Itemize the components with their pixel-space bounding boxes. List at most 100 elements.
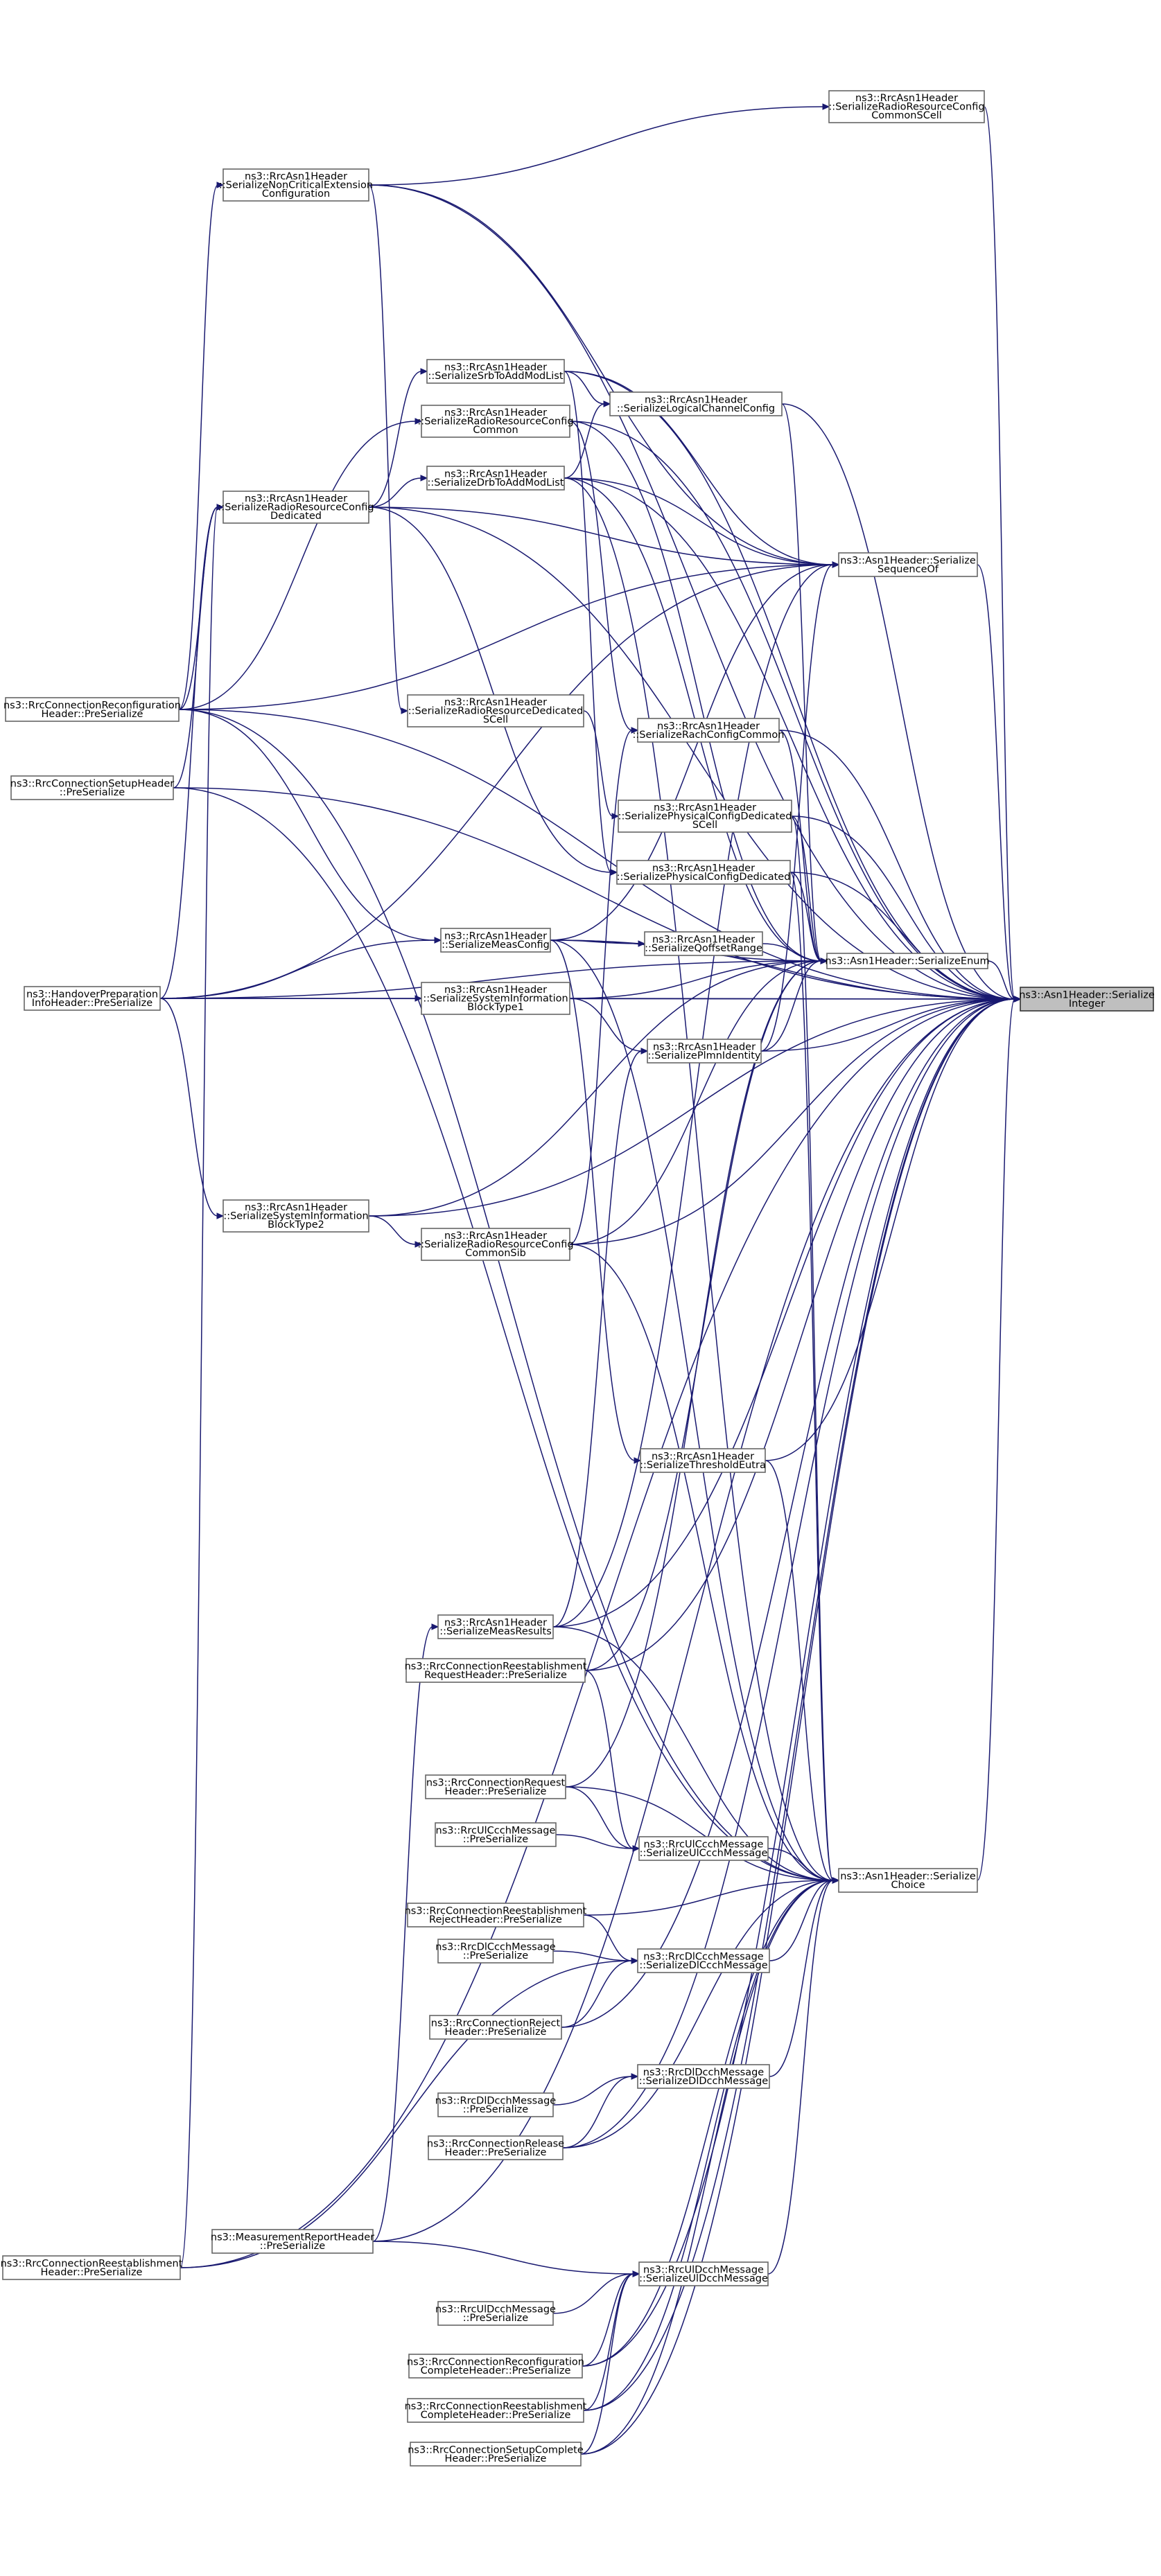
node-label: Configuration (262, 188, 330, 200)
node-label: ns3::RrcAsn1Header (653, 1041, 756, 1052)
node-label: ns3::RrcAsn1Header (444, 985, 547, 996)
node-rrcSetupPre[interactable]: ns3::RrcConnectionSetupHeader::PreSerial… (10, 775, 175, 800)
edge-physDed-to-serializeChoice (789, 872, 834, 1881)
node-box (222, 168, 369, 202)
edge-measResults-to-serializeChoice (552, 1626, 834, 1881)
node-commonSCell[interactable]: ns3::RrcAsn1Header::SerializeRadioResour… (828, 90, 985, 123)
node-physDed[interactable]: ns3::RrcAsn1Header::SerializePhysicalCon… (616, 860, 791, 885)
node-box (609, 391, 783, 416)
node-box (640, 1448, 766, 1473)
edge-physDed-to-serializeInteger (789, 872, 1015, 1000)
node-dlDcchPre[interactable]: ns3::RrcDlDcchMessage::PreSerialize (435, 2092, 557, 2117)
node-sysInfo2[interactable]: ns3::RrcAsn1Header::SerializeSystemInfor… (222, 1199, 369, 1233)
node-label: Header::PreSerialize (42, 709, 143, 720)
node-dlCcchMsg[interactable]: ns3::RrcDlCcchMessage::SerializeDlCcchMe… (637, 1948, 770, 1973)
node-logicalChannel[interactable]: ns3::RrcAsn1Header::SerializeLogicalChan… (609, 391, 783, 416)
node-serializeEnum[interactable]: ns3::Asn1Header::SerializeEnum (825, 953, 990, 969)
node-reconfCompletePre[interactable]: ns3::RrcConnectionReconfigurationComplet… (407, 2354, 584, 2379)
node-srbToAdd[interactable]: ns3::RrcAsn1Header::SerializeSrbToAddMod… (426, 359, 565, 384)
node-ulCcchMsg[interactable]: ns3::RrcUlCcchMessage::SerializeUlCcchMe… (638, 1836, 769, 1861)
node-rrcDedicated[interactable]: ns3::RrcAsn1Header::SerializeRadioResour… (218, 491, 374, 524)
node-box (222, 491, 369, 524)
edge-rrcDedicated-to-srbToAdd (368, 371, 422, 508)
edge-rrcDedicated-to-drbToAdd (368, 477, 422, 508)
edge-setupCompletePre-to-serializeChoice (580, 1880, 834, 2455)
edge-reestabReqPre-to-serializeEnum (584, 960, 822, 1671)
node-handoverPre[interactable]: ns3::HandoverPreparationInfoHeader::PreS… (24, 986, 161, 1011)
node-label: ns3::RrcConnectionSetupComplete (408, 2444, 584, 2455)
edge-ulCcchPre-to-ulCcchMsg (555, 1834, 634, 1849)
node-connRejPre[interactable]: ns3::RrcConnectionRejectHeader::PreSeria… (429, 2015, 562, 2040)
node-ulCcchPre[interactable]: ns3::RrcUlCcchMessage::PreSerialize (435, 1822, 557, 1847)
node-reestabRejPre[interactable]: ns3::RrcConnectionReestablishmentRejectH… (405, 1903, 587, 1927)
node-box (222, 1199, 369, 1233)
node-plmn[interactable]: ns3::RrcAsn1Header::SerializePlmnIdentit… (647, 1039, 762, 1064)
node-rrcCommon[interactable]: ns3::RrcAsn1Header::SerializeRadioResour… (417, 405, 574, 438)
edge-plmn-to-serializeSequenceOf (760, 564, 834, 1052)
node-measResults[interactable]: ns3::RrcAsn1Header::SerializeMeasResults (437, 1614, 554, 1639)
edge-arrowhead (820, 958, 828, 964)
node-rrcReconfigPre[interactable]: ns3::RrcConnectionReconfigurationHeader:… (3, 697, 181, 722)
edge-nonCritical-to-serializeSequenceOf (368, 184, 834, 565)
node-drbToAdd[interactable]: ns3::RrcAsn1Header::SerializeDrbToAddMod… (426, 466, 565, 491)
node-label: ::SerializeMeasResults (439, 1626, 552, 1637)
node-reestabPre[interactable]: ns3::RrcConnectionReestablishmentHeader:… (1, 2255, 183, 2280)
edge-srbToAdd-to-serializeSequenceOf (564, 371, 834, 565)
node-box (437, 2301, 554, 2326)
node-label: Choice (891, 1880, 925, 1891)
node-dedicatedSCell[interactable]: ns3::RrcAsn1Header::SerializeRadioResour… (407, 694, 584, 727)
edge-commonSib-to-rachCommon (569, 730, 633, 1245)
edge-arrowhead (431, 1623, 439, 1630)
node-label: ns3::Asn1Header::Serialize (1019, 989, 1155, 1000)
node-label: BlockType1 (467, 1002, 524, 1013)
node-box (1020, 987, 1154, 1012)
edge-arrowhead (216, 1212, 225, 1219)
edge-rrcSetupPre-to-serializeChoice (173, 787, 834, 1881)
node-dlDcchMsg[interactable]: ns3::RrcDlDcchMessage::SerializeDlDcchMe… (637, 2064, 770, 2089)
node-label: ::SerializeUlCcchMessage (640, 1848, 768, 1859)
node-measConfig[interactable]: ns3::RrcAsn1Header::SerializeMeasConfig (440, 928, 551, 953)
node-rachCommon[interactable]: ns3::RrcAsn1Header::SerializeRachConfigC… (633, 718, 785, 743)
node-label: ns3::RrcConnectionReject (431, 2018, 561, 2029)
node-label: RequestHeader::PreSerialize (424, 1670, 567, 1681)
node-physDedSCell[interactable]: ns3::RrcAsn1Header::SerializePhysicalCon… (618, 800, 792, 833)
edge-arrowhead (420, 368, 428, 375)
node-label: Integer (1069, 998, 1105, 1009)
node-label: ::SerializeMeasConfig (442, 939, 550, 951)
node-connRelPre[interactable]: ns3::RrcConnectionReleaseHeader::PreSeri… (427, 2135, 564, 2160)
node-threshold[interactable]: ns3::RrcAsn1Header::SerializeThresholdEu… (640, 1448, 766, 1473)
node-connReqPre[interactable]: ns3::RrcConnectionRequestHeader::PreSeri… (425, 1774, 566, 1799)
node-box (838, 552, 978, 577)
node-nonCritical[interactable]: ns3::RrcAsn1Header::SerializeNonCritical… (219, 168, 373, 202)
node-box (428, 2135, 564, 2160)
node-sysInfo1[interactable]: ns3::RrcAsn1Header::SerializeSystemInfor… (421, 982, 570, 1015)
node-ulDcchPre[interactable]: ns3::RrcUlDcchMessage::PreSerialize (435, 2301, 556, 2326)
node-box (637, 1948, 770, 1973)
node-box (616, 860, 791, 885)
node-label: ns3::RrcAsn1Header (657, 721, 760, 732)
edge-rrcReconfigPre-to-serializeSequenceOf (178, 564, 834, 710)
node-qOffset[interactable]: ns3::RrcAsn1Header::SerializeQoffsetRang… (644, 931, 763, 956)
node-label: BlockType2 (268, 1219, 324, 1230)
node-label: ns3::RrcConnectionReconfiguration (407, 2356, 584, 2367)
node-setupCompletePre[interactable]: ns3::RrcConnectionSetupCompleteHeader::P… (408, 2442, 584, 2467)
node-measReportPre[interactable]: ns3::MeasurementReportHeader::PreSeriali… (211, 2229, 374, 2254)
node-label: ns3::RrcConnectionReestablishment (405, 1661, 587, 1672)
node-box (2, 2255, 181, 2280)
node-reestabCompletePre[interactable]: ns3::RrcConnectionReestablishmentComplet… (405, 2398, 587, 2423)
node-ulDcchMsg[interactable]: ns3::RrcUlDcchMessage::SerializeUlDcchMe… (638, 2261, 769, 2286)
node-label: Header::PreSerialize (41, 2267, 143, 2278)
node-label: RejectHeader::PreSerialize (429, 1914, 562, 1925)
node-commonSib[interactable]: ns3::RrcAsn1Header::SerializeRadioResour… (417, 1228, 574, 1261)
node-reestabReqPre[interactable]: ns3::RrcConnectionReestablishmentRequest… (405, 1658, 587, 1683)
node-dlCcchPre[interactable]: ns3::RrcDlCcchMessage::PreSerialize (435, 1939, 556, 1964)
node-label: ns3::RrcConnectionReestablishment (1, 2258, 183, 2269)
node-box (826, 953, 988, 969)
node-box (426, 466, 565, 491)
node-label: ns3::HandoverPreparation (26, 989, 158, 1000)
node-label: SCell (692, 820, 717, 831)
node-label: ::PreSerialize (60, 787, 125, 798)
